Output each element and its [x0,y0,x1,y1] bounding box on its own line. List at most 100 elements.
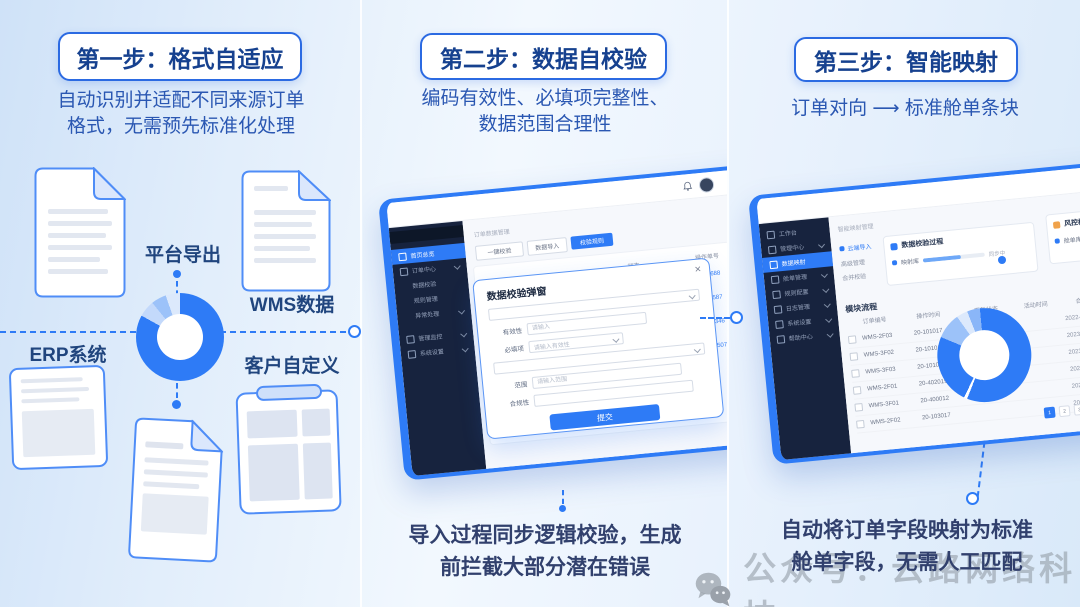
step1-title-pill: 第一步：格式自适应 [58,32,302,81]
validation-rules-button[interactable]: 校验规则 [570,232,614,250]
required-select[interactable]: 请输入有效性 [528,332,624,354]
step1-desc-line1: 自动识别并适配不同来源订单 [57,90,305,111]
document-icon-bottom-middle [128,417,225,563]
manifest-icon [770,274,780,284]
watermark-text: 公众号：云路网络科技 [743,550,1077,607]
step1-title: 第一步：格式自适应 [76,45,284,72]
chevron-down-icon [817,241,826,249]
donut-hole [957,327,1012,383]
card-icon [1052,220,1061,229]
settings-icon [407,349,417,359]
validation-progress-card: 数据校验过程 映射库 同步中 [882,221,1039,287]
chevron-down-icon [823,300,831,308]
step2-desc-line1: 编码有效性、必填项完整性、 [421,88,669,109]
connector-dash-horizontal [700,317,730,319]
chevron-down-icon [461,345,469,353]
home-icon [398,252,407,261]
connector-dash [176,281,178,296]
chevron-down-icon [460,330,468,338]
user-avatar[interactable] [698,176,715,193]
validation-app-window: 首页总览 订单中心 数据校验 规则管理 异常处理 管理监控 系统设置 订单数据管… [378,161,727,481]
connector-dash [176,383,178,398]
connector-ring [730,311,743,324]
field-label-required: 必填项 [504,345,525,355]
orders-icon [399,266,409,276]
field-label-validity: 有效性 [502,327,523,337]
breadcrumb: 智能映射管理 [837,224,874,234]
chevron-down-icon [453,262,461,270]
step2-caption-line1: 导入过程同步逻辑校验，生成 [408,524,682,547]
progress-icon [1054,238,1060,244]
admin-icon [767,245,777,254]
step3-caption-line1: 自动将订单字段映射为标准 [781,519,1033,542]
row-checkbox[interactable] [849,352,859,361]
step2-screenshot-clip: 首页总览 订单中心 数据校验 规则管理 异常处理 管理监控 系统设置 订单数据管… [363,0,727,607]
breadcrumb: 订单数据管理 [473,229,511,239]
data-import-button[interactable]: 数据导入 [526,237,568,256]
data-validation-modal: 数据校验弹窗 × 有效性 必填项 请输入有效性 范围 [472,257,725,440]
step2-caption-line2: 前拦截大部分潜在错误 [440,555,650,579]
app-content: 智能映射管理 云端导入 高级管理 合并校验 数据校验过程 映射库 同步中 [828,188,1080,465]
label-platform-export: 平台导出 [144,245,221,266]
page-button[interactable]: 2 [1058,405,1071,418]
step3-title-pill: 第三步：智能映射 [794,37,1018,82]
app-body: 工作台 管理中心 数据映射 舱单管理 规则配置 日志管理 系统设置 帮助中心 智… [758,188,1080,465]
step3-description: 订单对向 ⟶ 标准舱单条块 [791,98,1019,119]
help-icon [776,334,786,344]
cloud-import-icon [839,246,845,252]
step3-caption-line2: 舱单字段，无需人工匹配 [791,550,1023,574]
field-label-compliance: 合规性 [509,399,530,409]
settings-icon [775,319,784,329]
section-title: 模块流程 [844,302,878,315]
step1-desc-line2: 格式，无需预先标准化处理 [66,115,295,137]
notification-bell-icon[interactable] [683,181,693,192]
step2-title-pill: 第二步：数据自校验 [420,33,667,80]
row-checkbox[interactable] [852,386,862,395]
left-mini-panel: 云端导入 高级管理 合并校验 [839,244,872,283]
donut-hole [157,314,203,360]
rules-icon [772,289,781,299]
chevron-down-icon [458,307,466,315]
row-checkbox[interactable] [847,335,857,345]
watermark: 公众号：云路网络科技 [693,542,1080,607]
step3-caption: 自动将订单字段映射为标准 舱单字段，无需人工匹配 [742,515,1072,578]
chevron-down-icon [822,285,830,293]
label-wms-data: WMS数据 [249,295,335,316]
card-icon [890,242,898,251]
row-checkbox[interactable] [851,369,860,378]
workbench-icon [766,230,776,239]
label-customer-custom: 客户自定义 [244,356,340,377]
risk-progress-card: 风控模块过程 舱单库 已完成 [1045,200,1080,265]
step2-title: 第二步：数据自校验 [440,45,647,72]
chevron-down-icon [688,291,696,299]
step3-title: 第三步：智能映射 [814,48,998,75]
connector-dot [559,505,566,512]
page-button[interactable]: 1 [1043,406,1056,419]
step2-desc-line2: 数据范围合理性 [478,113,612,135]
row-checkbox[interactable] [854,402,864,412]
connector-ring [966,492,979,505]
page-button[interactable]: 3 [1073,403,1080,416]
document-icon-bottom-left [9,365,108,470]
sidebar-logo [389,224,464,245]
format-sources-donut-chart [136,293,224,381]
close-icon[interactable]: × [694,263,702,276]
connector-ring [348,325,361,338]
label-erp-system: ERP系统 [29,345,107,366]
app-body: 首页总览 订单中心 数据校验 规则管理 异常处理 管理监控 系统设置 订单数据管… [388,190,727,481]
validate-all-button[interactable]: 一键校验 [474,241,525,261]
field-label-range: 范围 [514,381,528,390]
step1-description: 自动识别并适配不同来源订单 格式，无需预先标准化处理 [20,88,342,139]
column-divider-2 [727,0,729,607]
step2-description: 编码有效性、必填项完整性、 数据范围合理性 [380,86,710,137]
row-checkbox[interactable] [856,419,865,429]
monitor-icon [406,334,415,344]
connector-dot [173,270,181,278]
chevron-down-icon [825,315,833,323]
mapping-app-window: 工作台 管理中心 数据映射 舱单管理 规则配置 日志管理 系统设置 帮助中心 智… [748,159,1080,465]
app-header [386,166,727,229]
app-content: 订单数据管理 一键校验 数据导入 校验规则 状态 操作单号 数据合格 01688… [462,190,727,481]
chevron-down-icon [693,345,701,353]
connector-dot [998,256,1006,264]
